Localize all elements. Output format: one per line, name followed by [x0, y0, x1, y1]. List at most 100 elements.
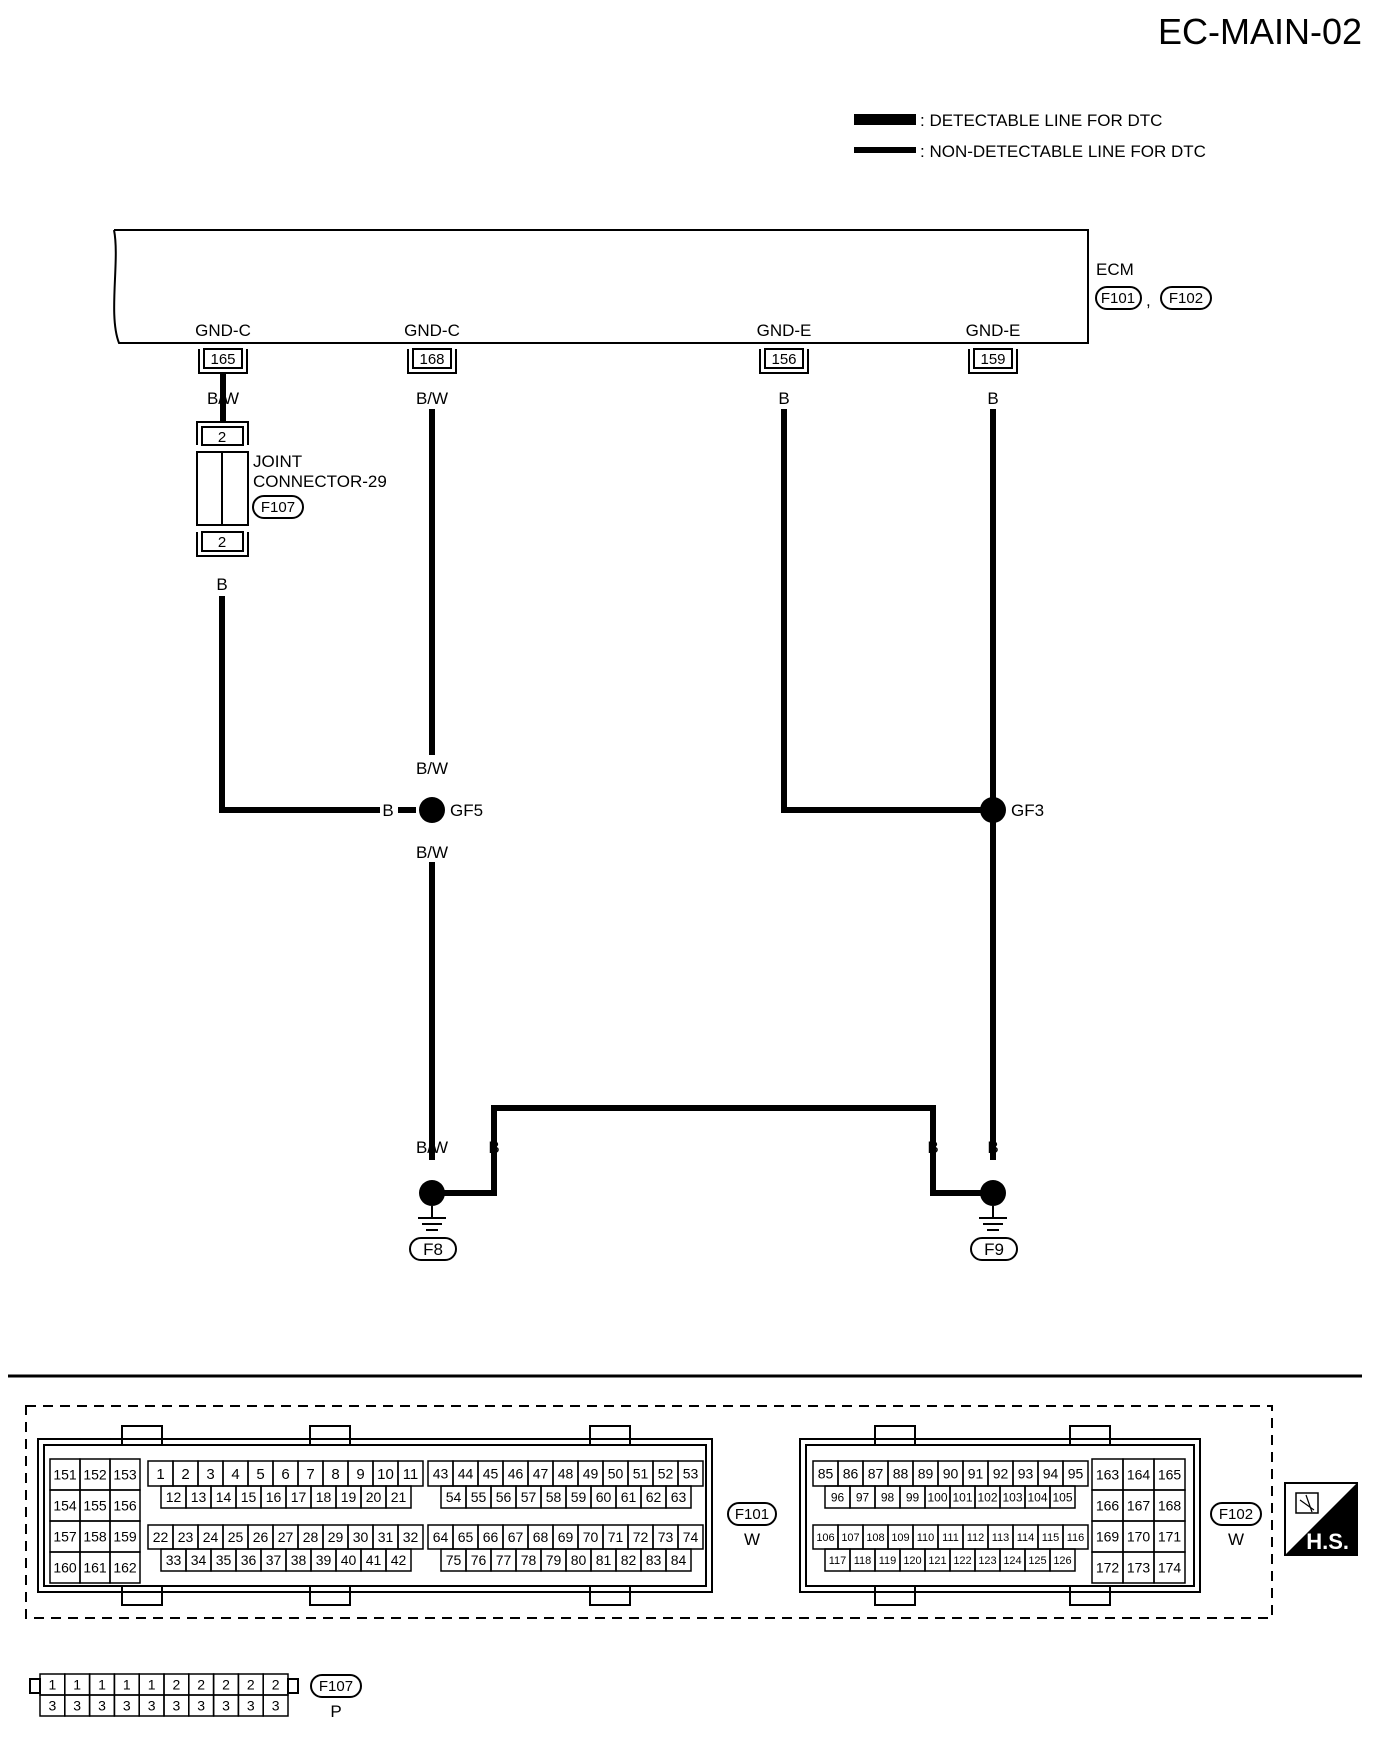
pin-number: 159 [113, 1529, 137, 1545]
pin-number: 103 [1002, 1490, 1022, 1504]
pin-cell [385, 1548, 412, 1572]
ground-f8: B/W B F8 [409, 1138, 500, 1261]
pin-number: 162 [113, 1560, 137, 1576]
splice-gf5: B/W B GF5 B/W [382, 759, 483, 862]
pin-number: 39 [316, 1552, 332, 1568]
pin-number: 66 [483, 1529, 499, 1545]
pin-number: 35 [216, 1552, 232, 1568]
ground-f9-dot [980, 1180, 1006, 1206]
pin-number: 22 [153, 1529, 169, 1545]
pin-number: 32 [403, 1529, 419, 1545]
pin-number: 109 [891, 1532, 909, 1544]
pin-number: 51 [633, 1466, 649, 1482]
pin-number: 17 [291, 1489, 307, 1505]
pin-number: 11 [403, 1466, 419, 1483]
pin-number: 101 [952, 1490, 972, 1504]
pin-number: 1 [148, 1677, 156, 1693]
pin-number: 115 [1042, 1532, 1060, 1544]
pin-number: 5 [256, 1466, 264, 1483]
pin-number: 59 [571, 1489, 587, 1505]
pin-number: 92 [993, 1466, 1009, 1482]
pin-number: 45 [483, 1466, 499, 1482]
joint-connector-title-line1: JOINT [253, 452, 302, 471]
pin-number: 3 [206, 1466, 214, 1483]
ecm-terminal-168: GND-C 168 B/W [404, 321, 460, 408]
pin-number: 169 [1096, 1529, 1120, 1545]
pin-number: 38 [291, 1552, 307, 1568]
connector-area-frame [25, 1405, 1273, 1619]
pin-number: 52 [658, 1466, 674, 1482]
pin-number: 158 [83, 1529, 107, 1545]
pin-number: 2 [247, 1677, 255, 1693]
pin-number: 24 [203, 1529, 219, 1545]
pin-number: 15 [241, 1489, 257, 1505]
ecm-box: ECM F101 , F102 [113, 229, 1212, 344]
pin-number: 20 [366, 1489, 382, 1505]
pin-number: 10 [377, 1466, 394, 1483]
wire-color-label: B/W [416, 759, 448, 778]
pin-number: 13 [191, 1489, 207, 1505]
ecm-terminal-159: GND-E 159 B [966, 321, 1021, 408]
pin-number: 174 [1158, 1560, 1182, 1576]
pin-number: 54 [446, 1489, 462, 1505]
pin-number: 121 [928, 1555, 946, 1567]
pin-number: 44 [458, 1466, 474, 1482]
pin-number: 152 [83, 1467, 107, 1483]
pin-number: 2 [222, 1677, 230, 1693]
pin-number: 75 [446, 1552, 462, 1568]
pin-number: 76 [471, 1552, 487, 1568]
wires [219, 373, 996, 1196]
pin-number: 3 [123, 1698, 131, 1714]
pin-number: 53 [683, 1466, 699, 1482]
pin-number: 3 [173, 1698, 181, 1714]
pin-number: 96 [831, 1490, 845, 1504]
splice-gf5-dot [419, 797, 445, 823]
pin-number: 29 [328, 1529, 344, 1545]
pin-number: 126 [1053, 1555, 1071, 1567]
pin-number: 155 [83, 1498, 107, 1514]
pin-number: 172 [1096, 1560, 1120, 1576]
pin-number: 26 [253, 1529, 269, 1545]
terminal-pin-number: 168 [419, 351, 444, 368]
pin-number: 74 [683, 1529, 699, 1545]
pin-number: 161 [83, 1560, 107, 1576]
pin-number: 28 [303, 1529, 319, 1545]
pin-number: 99 [906, 1490, 920, 1504]
pin-number: 2 [181, 1466, 189, 1483]
detectable-line-swatch [854, 114, 916, 125]
pin-number: 84 [671, 1552, 687, 1568]
pin-number: 3 [49, 1698, 57, 1714]
pin-number: 3 [98, 1698, 106, 1714]
pin-number: 64 [433, 1529, 449, 1545]
pin-number: 93 [1018, 1466, 1034, 1482]
pin-number: 90 [943, 1466, 959, 1482]
pin-number: 25 [228, 1529, 244, 1545]
terminal-signal-label: GND-E [966, 321, 1021, 340]
joint-pin-top: 2 [218, 429, 226, 446]
pin-number: 46 [508, 1466, 524, 1482]
pin-number: 118 [854, 1555, 872, 1567]
connector-f102-ref [1210, 1502, 1262, 1526]
pin-number: 62 [646, 1489, 662, 1505]
pin-number: 81 [596, 1552, 612, 1568]
pin-number: 55 [471, 1489, 487, 1505]
pin-number: 43 [433, 1466, 449, 1482]
pin-number: 2 [272, 1677, 280, 1693]
pin-number: 171 [1158, 1529, 1182, 1545]
wire-color-label: B/W [416, 1138, 448, 1157]
joint-connector-29: 2 2 JOINT CONNECTOR-29 F107 B [196, 421, 387, 594]
ground-f9-label: F9 [984, 1240, 1004, 1259]
pin-number: 37 [266, 1552, 282, 1568]
terminal-signal-label: GND-C [195, 321, 251, 340]
wire-color-label: B/W [416, 843, 448, 862]
pin-number: 83 [646, 1552, 662, 1568]
pin-number: 112 [967, 1532, 985, 1544]
pin-number: 30 [353, 1529, 369, 1545]
pin-number: 114 [1017, 1532, 1035, 1544]
pin-number: 2 [173, 1677, 181, 1693]
pin-number: 9 [356, 1466, 364, 1483]
ecm-connector-ref-f101-label: F101 [1101, 290, 1135, 307]
